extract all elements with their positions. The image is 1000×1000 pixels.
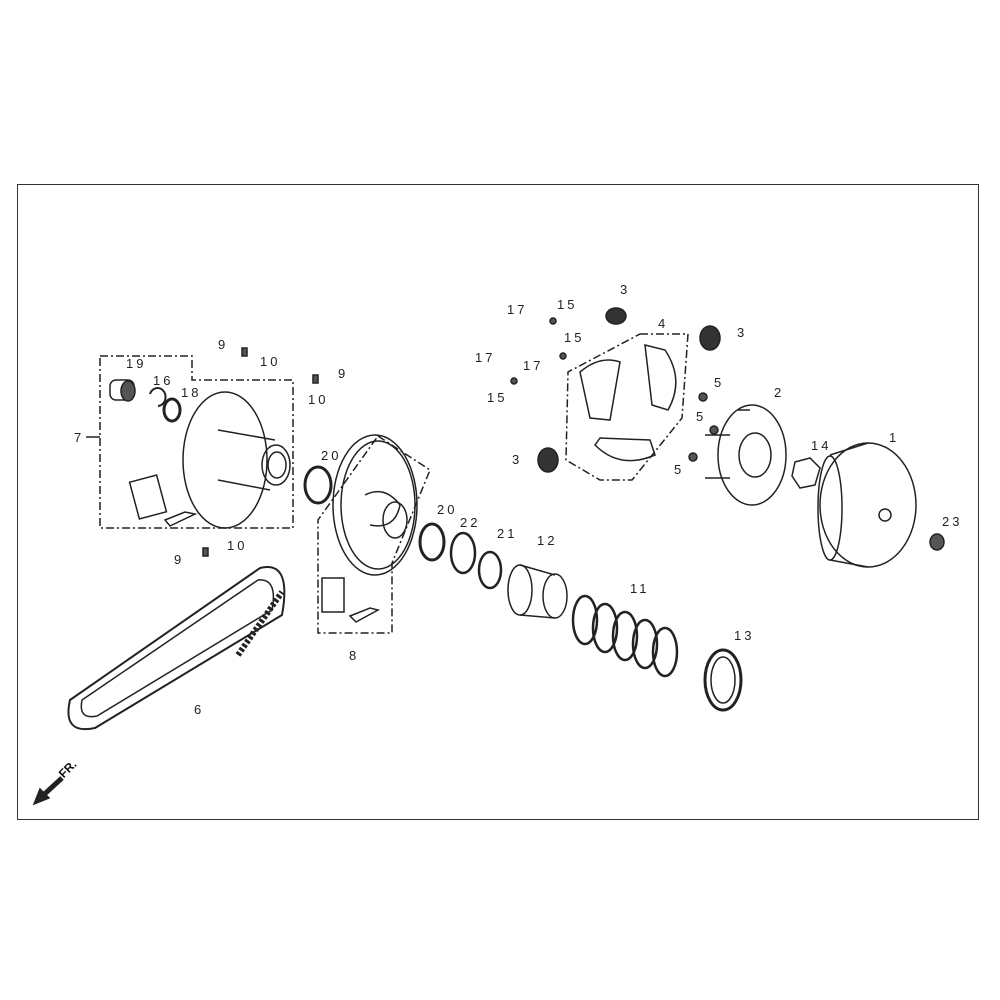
callout-label: 5 — [696, 409, 707, 424]
callout-label: 15 — [557, 297, 578, 312]
callout-label: 17 — [523, 358, 544, 373]
drive-belt-6 — [67, 566, 286, 731]
collar-12 — [507, 564, 568, 619]
callout-label: 5 — [714, 375, 725, 390]
nut-14 — [791, 457, 821, 489]
movable-drive-face-7 — [182, 391, 291, 529]
ring-22 — [449, 531, 477, 575]
small-parts — [202, 317, 719, 557]
callout-label: 12 — [537, 533, 558, 548]
callout-label: 10 — [227, 538, 248, 553]
callout-label: 2 — [774, 385, 785, 400]
callout-label: 9 — [174, 552, 185, 567]
clutch-spring-3 — [537, 307, 721, 473]
manual-card-icon-2 — [321, 577, 381, 623]
callout-label: 5 — [674, 462, 685, 477]
clutch-shoes-4 — [579, 344, 677, 462]
callout-label: 10 — [308, 392, 329, 407]
callout-label: 3 — [737, 325, 748, 340]
o-ring-20b — [418, 522, 446, 562]
callout-label: 1 — [889, 430, 900, 445]
callout-label: 3 — [512, 452, 523, 467]
group-7-outline — [99, 355, 294, 529]
callout-label: 10 — [260, 354, 281, 369]
oil-seal-18 — [162, 397, 182, 423]
callout-label: 20 — [437, 502, 458, 517]
needle-bearing-19 — [109, 379, 136, 402]
callout-label: 9 — [338, 366, 349, 381]
seal-collar-13 — [703, 648, 743, 712]
circlip-16 — [149, 387, 167, 407]
manual-card-icon — [128, 474, 198, 527]
driven-spring-11 — [571, 594, 679, 678]
callout-label: 13 — [734, 628, 755, 643]
diagram-frame — [17, 184, 979, 820]
clutch-outer-1 — [817, 442, 917, 568]
driven-face-8 — [332, 434, 418, 576]
callout-label: 8 — [349, 648, 360, 663]
group-8-outline — [317, 434, 431, 634]
callout-label: 22 — [460, 515, 481, 530]
ring-21 — [477, 550, 503, 590]
callout-label: 14 — [811, 438, 832, 453]
callout-label: 3 — [620, 282, 631, 297]
callout-label: 18 — [181, 385, 202, 400]
nut-23 — [929, 533, 945, 551]
callout-label: 17 — [475, 350, 496, 365]
callout-label: 15 — [487, 390, 508, 405]
callout-label: 17 — [507, 302, 528, 317]
callout-label: 16 — [153, 373, 174, 388]
callout-label: 19 — [126, 356, 147, 371]
group-4-outline — [565, 333, 689, 481]
drive-plate-2 — [705, 404, 787, 506]
front-direction-arrow-icon — [32, 776, 64, 806]
o-ring-20 — [303, 465, 333, 505]
callout-label: 20 — [321, 448, 342, 463]
callout-label: 23 — [942, 514, 963, 529]
callout-label: 6 — [194, 702, 205, 717]
callout-label: 4 — [658, 316, 669, 331]
callout-label: 15 — [564, 330, 585, 345]
callout-label: 9 — [218, 337, 229, 352]
callout-label: 7 — [74, 430, 85, 445]
callout-label: 11 — [630, 581, 650, 596]
callout-label: 21 — [497, 526, 518, 541]
